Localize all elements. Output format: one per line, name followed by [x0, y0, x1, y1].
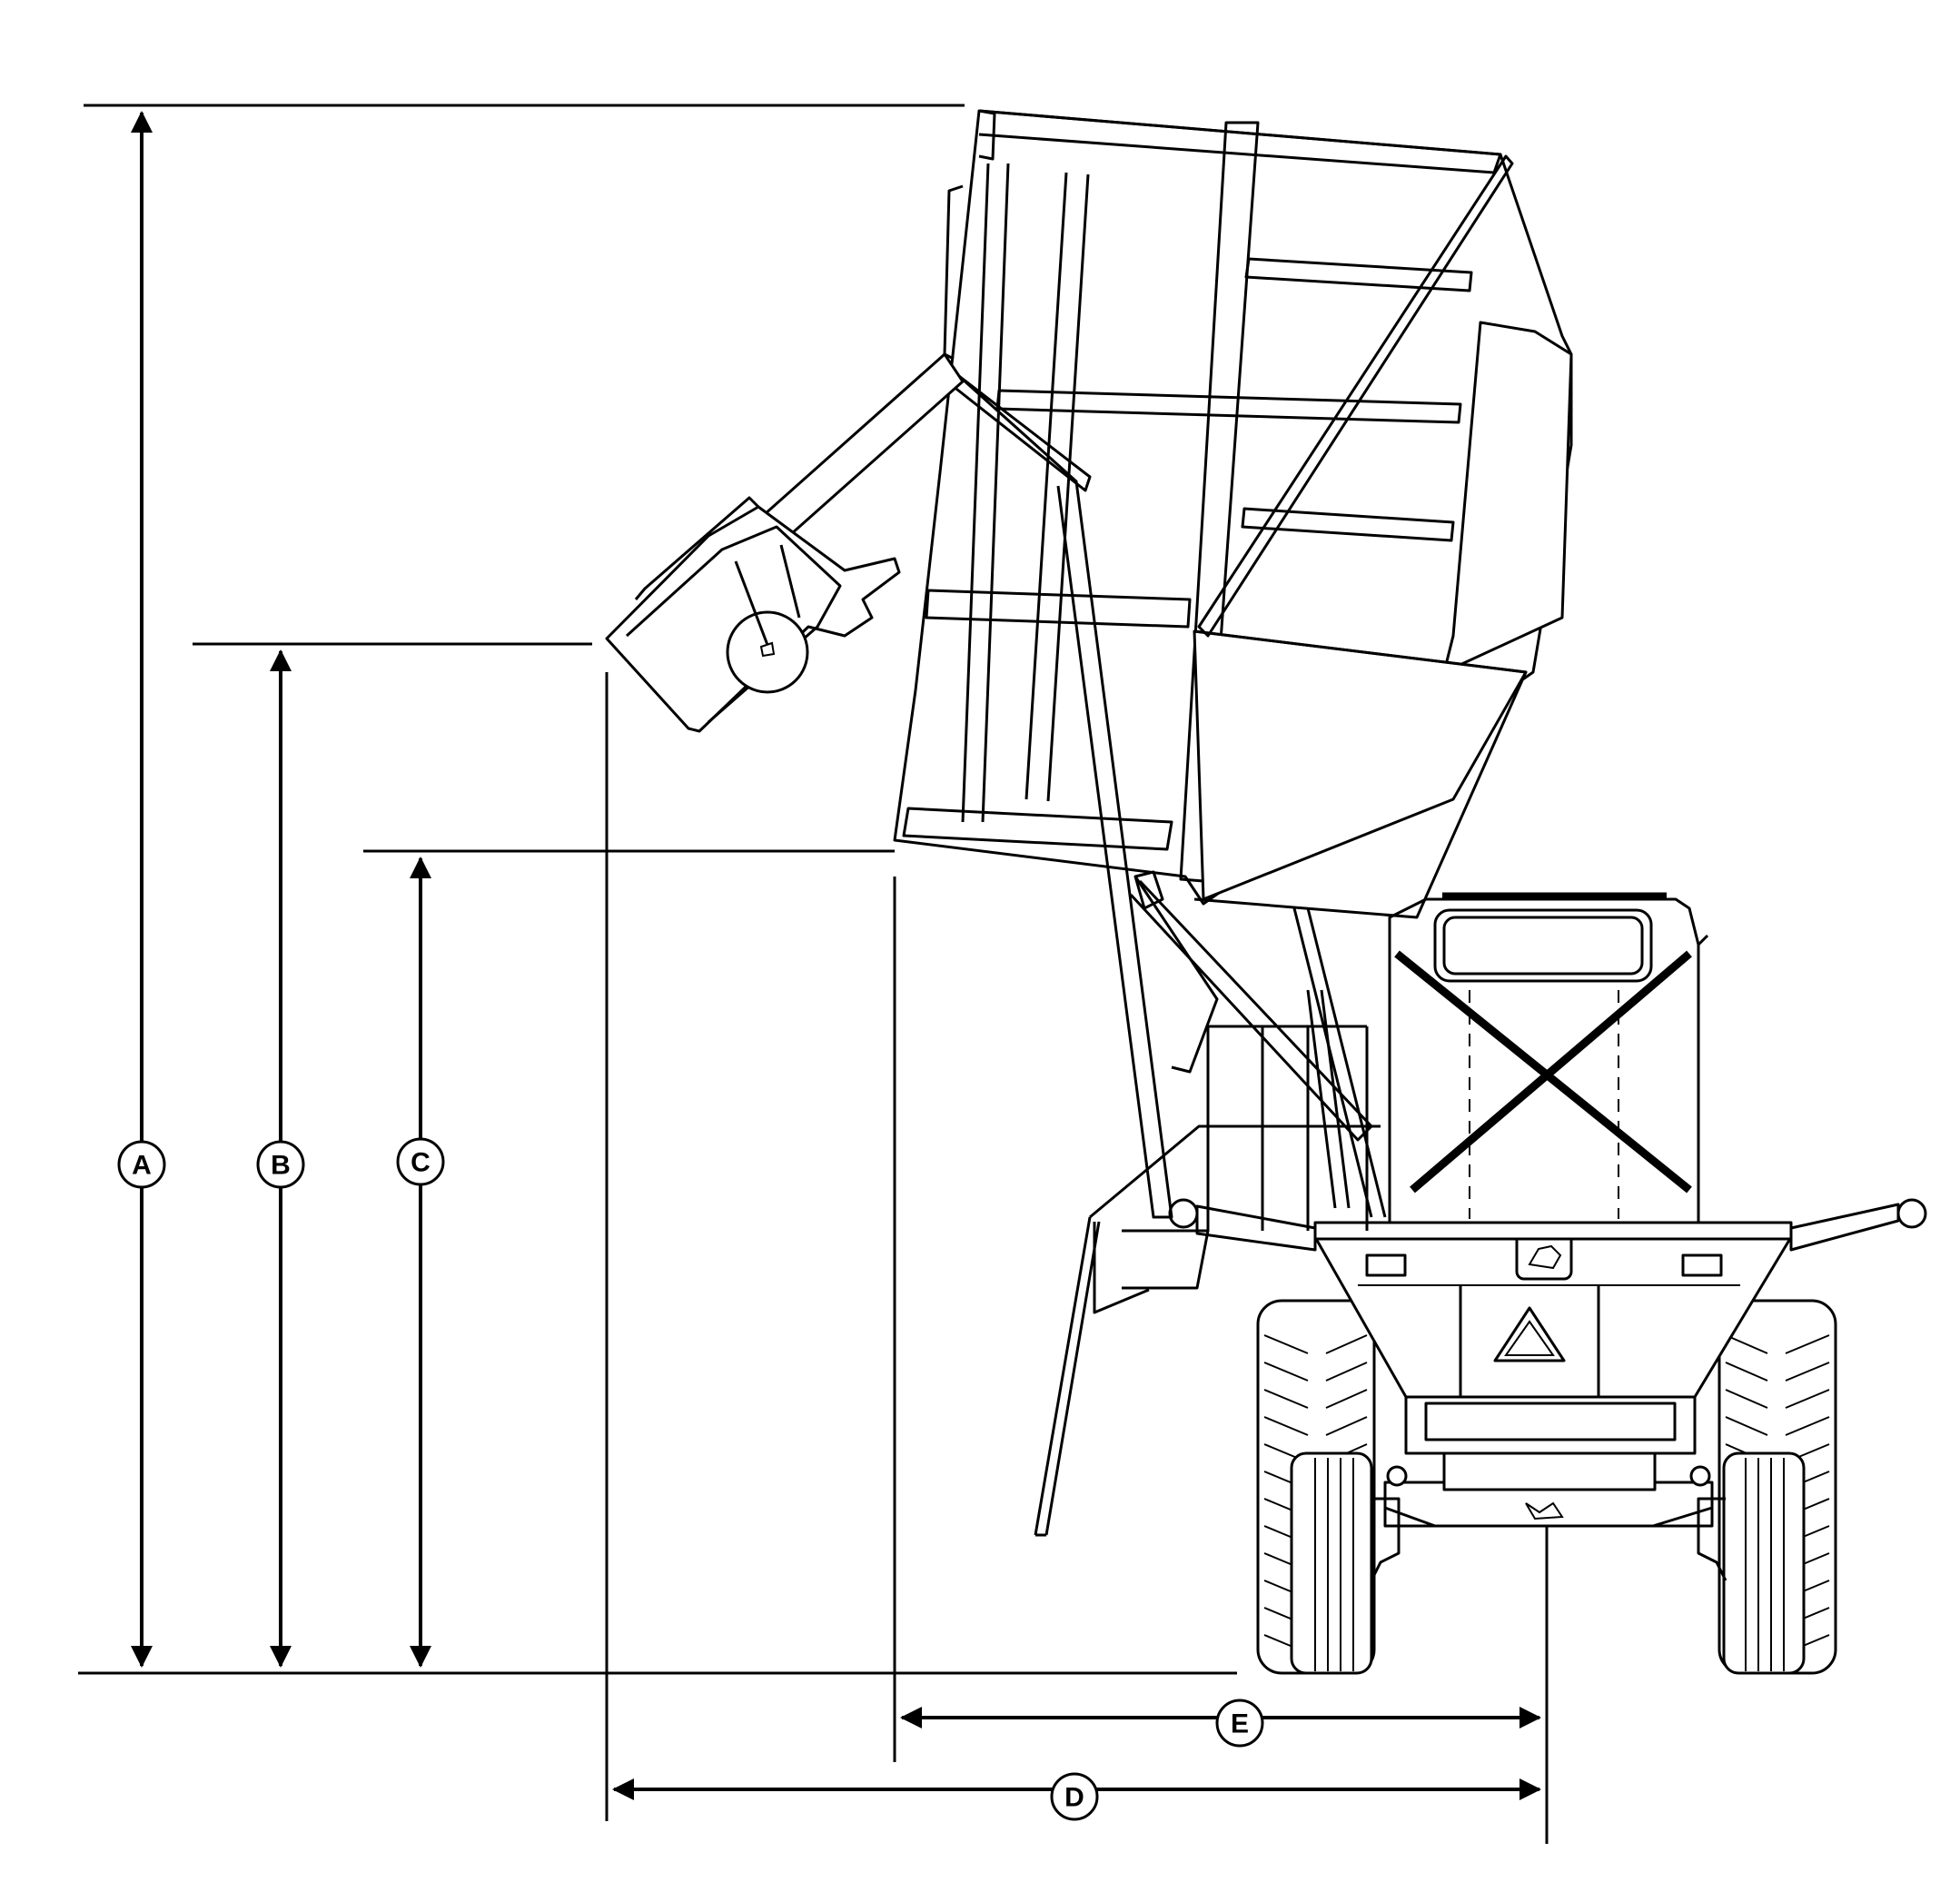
callout-b-label: B	[271, 1151, 291, 1181]
callout-d: D	[1050, 1772, 1099, 1821]
callout-a: A	[117, 1140, 166, 1189]
callout-b: B	[256, 1140, 305, 1189]
callout-e: E	[1215, 1699, 1264, 1748]
ladder-platform	[1034, 1025, 1381, 1537]
left-front-tire	[1290, 1451, 1373, 1675]
callout-e-label: E	[1231, 1709, 1249, 1739]
rear-body	[1313, 1221, 1793, 1491]
side-arms	[1168, 1198, 1927, 1252]
cab	[1388, 892, 1709, 1224]
right-front-tire	[1722, 1451, 1806, 1675]
callout-c-label: C	[411, 1148, 431, 1178]
basket	[893, 109, 1573, 919]
cab-rear-window	[1433, 908, 1653, 983]
callout-d-label: D	[1064, 1783, 1084, 1813]
basket-extension-arm	[605, 352, 965, 733]
callout-c: C	[396, 1137, 445, 1186]
callout-a-label: A	[132, 1151, 152, 1181]
cotton-harvester-illustration	[605, 109, 1927, 1675]
